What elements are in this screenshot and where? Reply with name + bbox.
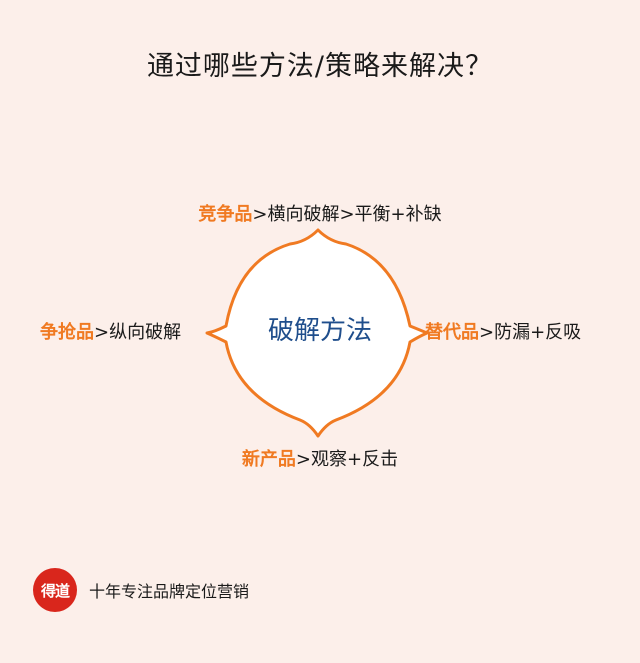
branch-left-text: >纵向破解 bbox=[94, 322, 182, 343]
branch-bottom-key: 新产品 bbox=[241, 449, 296, 470]
brand-logo: 得道 bbox=[33, 568, 77, 612]
branch-top-text: >横向破解>平衡+补缺 bbox=[252, 204, 442, 225]
branch-bottom-text: >观察+反击 bbox=[295, 449, 399, 470]
diagram-ring bbox=[205, 228, 429, 438]
branch-right-key: 替代品 bbox=[425, 322, 479, 343]
footer-slogan: 十年专注品牌定位营销 bbox=[89, 582, 250, 601]
center-label: 破解方法 bbox=[267, 316, 372, 346]
branch-left: 争抢品>纵向破解 bbox=[40, 318, 181, 344]
branch-right-text: >防漏+反吸 bbox=[479, 322, 582, 343]
branch-bottom: 新产品>观察+反击 bbox=[160, 445, 480, 471]
footer: 得道 十年专注品牌定位营销 bbox=[33, 568, 249, 612]
branch-top: 竞争品>横向破解>平衡+补缺 bbox=[160, 200, 480, 226]
page-title: 通过哪些方法/策略来解决？ bbox=[146, 51, 494, 82]
branch-top-key: 竞争品 bbox=[198, 204, 253, 225]
branch-left-key: 争抢品 bbox=[40, 322, 94, 343]
branch-right: 替代品>防漏+反吸 bbox=[425, 318, 581, 344]
